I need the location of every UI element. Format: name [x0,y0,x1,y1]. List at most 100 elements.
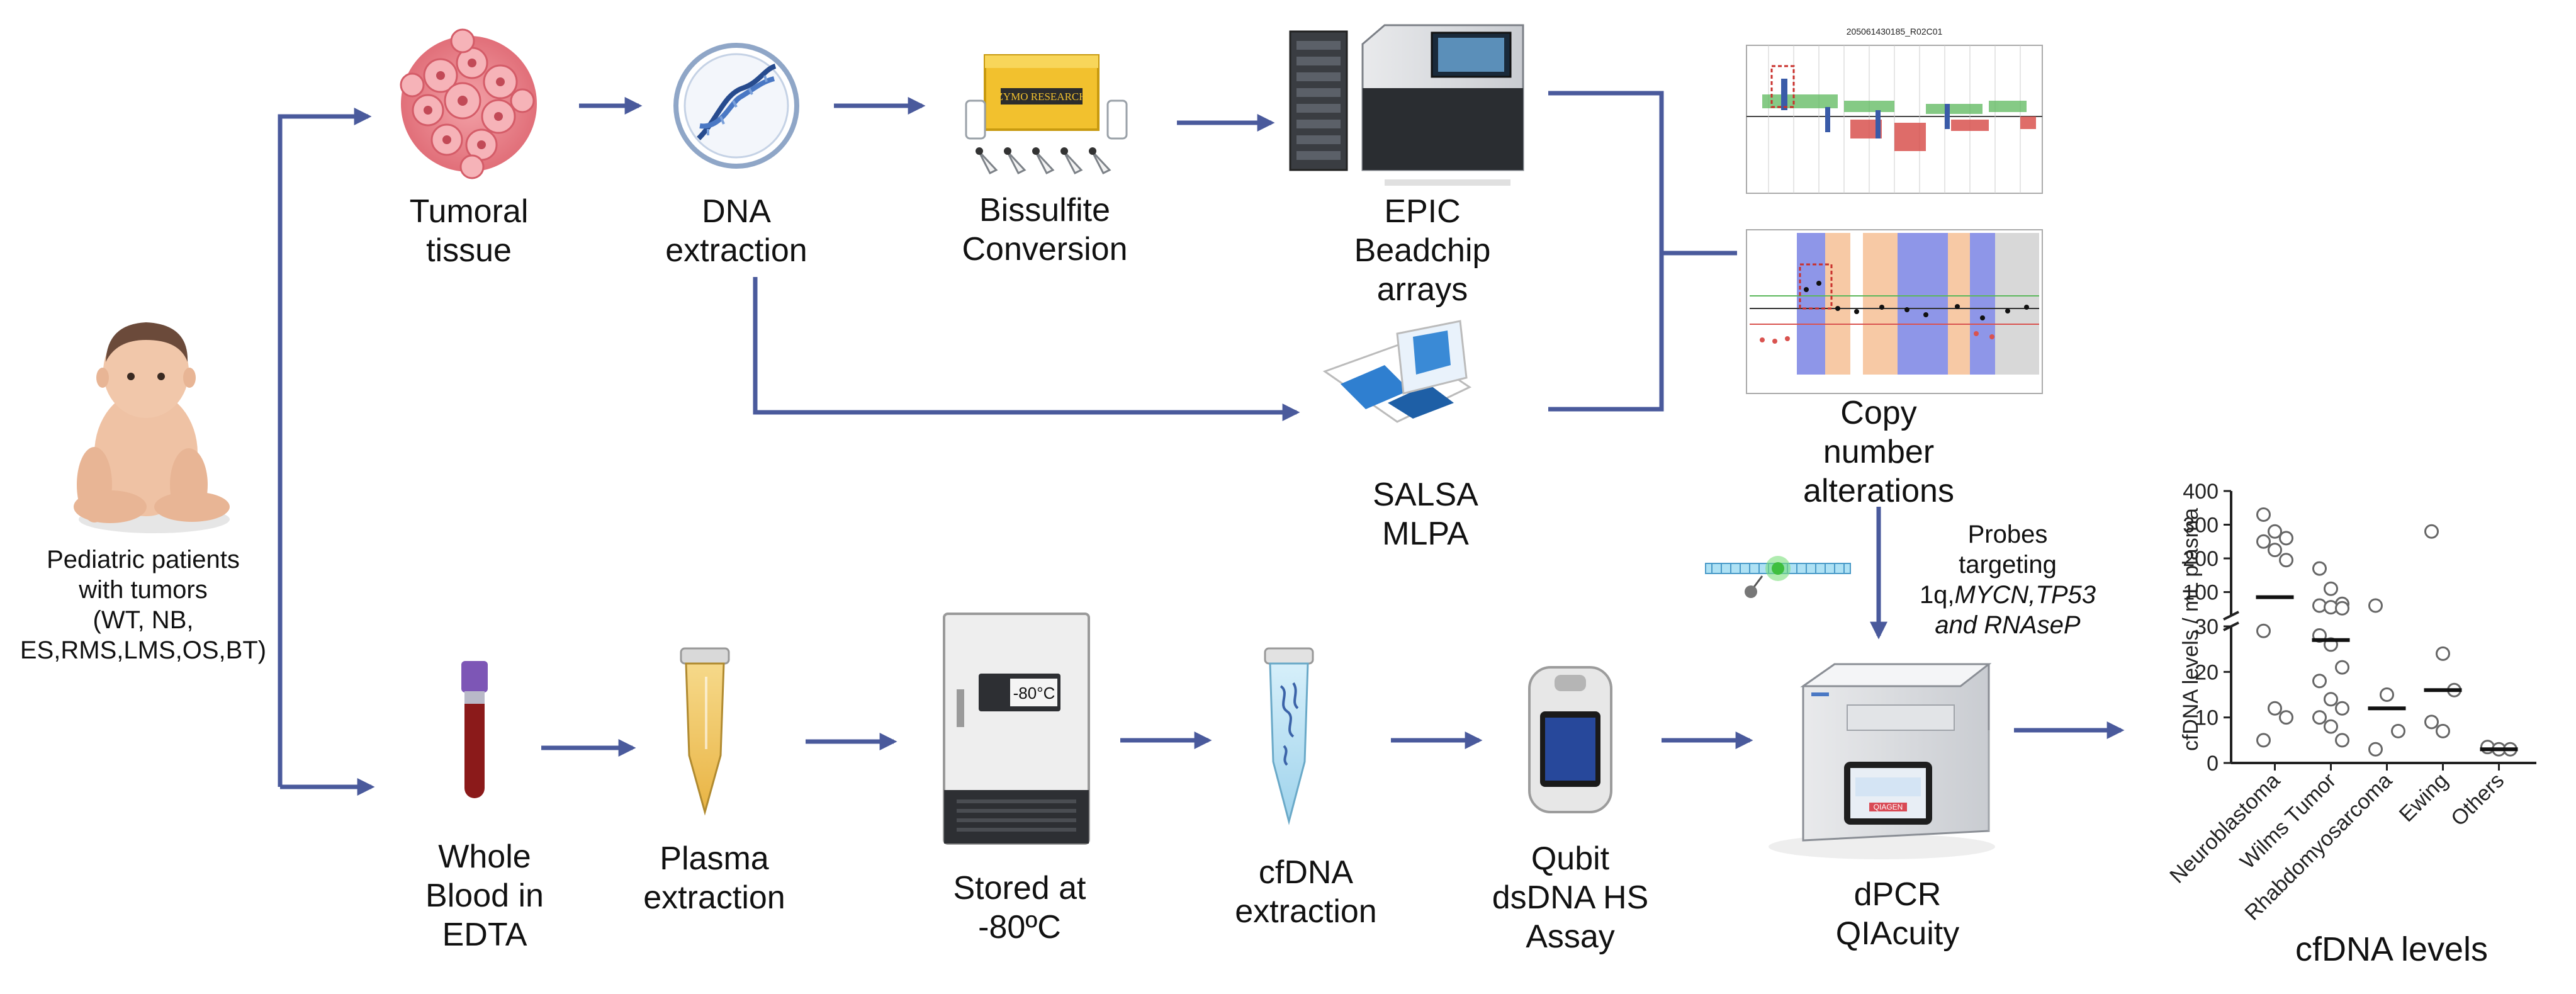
step-label-line: dsDNA HS [1492,879,1649,916]
data-point [2268,524,2282,539]
salsa-mlpa-label: SALSA MLPA [1341,475,1510,553]
step-label-line: number [1823,434,1935,470]
stored-label: Stored at -80ºC [928,869,1111,947]
x-tick-label: Ewing [2395,769,2453,827]
data-point [2324,581,2338,596]
data-point [2424,524,2439,539]
copy-number-label: Copy number alterations [1787,393,1970,511]
y-tick-label: 20 [2195,660,2219,684]
data-point [2256,623,2271,638]
data-point [2324,692,2338,707]
qiacuity-instrument-icon: QIAGEN [1769,663,1995,859]
y-tick-label: 0 [2207,752,2219,776]
plasma-extraction-label: Plasma extraction [623,839,806,917]
step-label-line: SALSA [1373,477,1478,513]
step-label-line: Qubit [1531,840,1610,877]
probes-line-4: and RNAseP [1935,611,2081,639]
cfdna-tube-icon [1264,647,1314,825]
probes-line-3: 1q,MYCN,TP53 [1907,580,2108,610]
cfdna-extraction-label: cfDNA extraction [1218,853,1394,931]
data-point [2312,710,2327,725]
data-point [2268,701,2282,716]
beadchip-scanner-icon [1289,24,1524,186]
step-label-line: Beadchip [1354,232,1491,269]
cna-plot-title: 205061430185_R02C01 [1847,26,1943,37]
probes-label: Probes targeting 1q,MYCN,TP53 and RNAseP [1907,519,2108,640]
data-point [2335,701,2349,716]
data-point [2335,660,2349,675]
data-point [2391,723,2405,738]
data-point [2279,710,2293,725]
probes-line-3-prefix: 1q, [1919,581,1955,609]
data-point [2380,687,2394,702]
probes-line-3-genes: MYCN,TP53 [1954,581,2096,609]
step-label-line: extraction [665,232,807,269]
bisulfite-kit-icon: ZYMO RESEARCH [965,54,1128,175]
plasma-tube-icon [680,647,730,816]
dpcr-label: dPCR QIAcuity [1813,875,1983,953]
step-label-line: QIAcuity [1835,915,1960,952]
patient-line-2: with tumors [79,576,208,604]
data-point [2256,507,2271,522]
patient-label: Pediatric patients with tumors (WT, NB, … [0,545,286,665]
blood-tube-icon [461,661,488,798]
data-point [2268,543,2282,558]
step-label-line: EDTA [442,917,527,953]
step-label-line: arrays [1376,271,1468,308]
mlpa-ratio-plot [1746,229,2043,394]
kit-brand-label: ZYMO RESEARCH [996,91,1086,103]
data-point [2256,534,2271,549]
epic-beadchip-label: EPIC Beadchip arrays [1347,192,1498,309]
data-point [2312,674,2327,689]
x-tick-label: Others [2446,769,2509,831]
tumoral-tissue-label: Tumoral tissue [378,192,560,270]
y-tick-label: 10 [2195,706,2219,730]
y-tick-label: 400 [2183,480,2219,504]
qubit-fluorometer-icon [1528,666,1612,813]
data-point [2480,740,2495,755]
step-label-line: DNA [702,193,771,230]
y-tick-label: 200 [2183,547,2219,571]
probes-line-2: targeting [1959,551,2057,579]
data-point [2335,733,2349,748]
patient-line-1: Pediatric patients [47,546,240,573]
step-label-line: cfDNA [1258,854,1354,891]
probes-line-1: Probes [1967,521,2048,548]
step-label-line: Copy [1840,395,1917,431]
freezer-temp-display: -80°C [1013,684,1055,703]
step-label-line: extraction [643,879,785,916]
data-point [2256,733,2271,748]
data-point [2279,553,2293,568]
patient-line-3: (WT, NB, [93,606,194,634]
probe-icon [1705,556,1851,598]
qubit-label: Qubit dsDNA HS Assay [1485,839,1655,956]
step-label-line: tissue [426,232,512,269]
axis-break-mark [2223,611,2239,621]
data-point [2312,561,2327,576]
data-point [2368,742,2383,757]
flow-arrows [278,91,2125,796]
step-label-line: Blood in [425,878,544,914]
y-axis-title: cfDNA levels / mL plasma [2179,508,2203,751]
step-label-line: Plasma [660,840,769,877]
step-label-line: Bissulfite [979,192,1111,229]
patient-line-4: ES,RMS,LMS,OS,BT) [20,636,267,664]
step-label-line: Conversion [962,231,1128,268]
qiagen-screen-label: QIAGEN [1874,803,1903,811]
step-label-line: Stored at [953,870,1086,906]
freezer-icon: -80°C [943,613,1090,845]
step-label-line: alterations [1803,473,1954,509]
bisulfite-conversion-label: Bissulfite Conversion [944,191,1145,269]
dna-helix-icon [673,43,799,169]
salsa-mlpa-kit-icon [1322,320,1472,423]
step-label-line: -80ºC [978,909,1061,946]
cna-methylation-plot: 205061430185_R02C01 [1746,26,2043,194]
step-label-line: dPCR [1853,876,1942,913]
data-point [2368,598,2383,613]
chart-x-title: cfDNA levels [2295,930,2489,968]
step-label-line: EPIC [1384,193,1461,230]
step-label-line: Whole [438,839,531,875]
tumoral-tissue-icon [400,28,537,179]
